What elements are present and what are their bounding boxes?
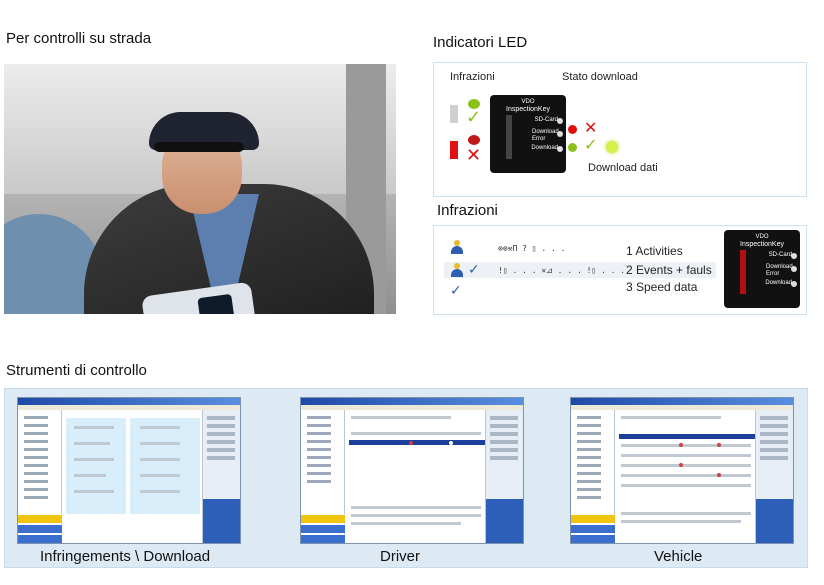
grey-led-bar [450, 105, 458, 123]
led-indicators-panel: Infrazioni Stato download ✓ ✕ VDO Inspec… [433, 62, 807, 197]
red-search-key-icon [468, 135, 480, 145]
control-tools-heading: Strumenti di controllo [6, 362, 147, 379]
red-led-icon [568, 125, 577, 134]
activity-symbols: ⊗⊗⚒Π ? ▯ . . . [498, 244, 566, 253]
person-icon [450, 263, 464, 277]
infractions-panel: ⊗⊗⚒Π ? ▯ . . . 1 Activities ✓ !▯ . . . ✕… [433, 225, 807, 315]
roadside-heading: Per controlli su strada [6, 30, 152, 47]
check-icon: ✓ [468, 262, 480, 278]
device-brand: VDO [755, 234, 769, 240]
device-row-sd-card: SD-Card [534, 117, 558, 123]
event-symbols: !▯ . . . ✕⊿ . . . !▯ . . . [498, 266, 626, 275]
device-led-column [506, 115, 512, 159]
check-icon: ✓ [450, 283, 462, 299]
infractions-heading: Infrazioni [437, 202, 498, 219]
check-icon: ✓ [466, 107, 482, 128]
device-row-download-error: Download Error [766, 264, 793, 277]
data-download-label: Download dati [588, 162, 658, 174]
check-icon: ✓ [584, 135, 598, 154]
events-line: 2 Events + fauls [626, 263, 712, 277]
inspection-device-screen [197, 293, 235, 314]
infringements-download-caption: Infringements \ Download [40, 548, 211, 565]
driver-screenshot[interactable] [300, 397, 524, 544]
device-error-led [791, 266, 797, 272]
device-download-led [791, 281, 797, 287]
activities-line: 1 Activities [626, 244, 683, 258]
device-led-column [740, 250, 746, 294]
officer-cap-peak [154, 142, 244, 152]
red-led-bar [450, 141, 458, 159]
infringements-download-screenshot[interactable] [17, 397, 241, 544]
green-sun-led-icon [606, 141, 618, 153]
person-icon [450, 240, 464, 254]
green-search-key-icon [468, 99, 480, 109]
officer-photo [4, 64, 396, 314]
device-row-sd-card: SD-Card [768, 252, 792, 258]
device-sd-led [791, 253, 797, 259]
device-row-download: Download [531, 145, 558, 151]
inspection-key-device: VDO InspectionKey SD-Card Download Error… [724, 230, 800, 308]
cross-icon: ✕ [584, 118, 598, 137]
device-sd-led [557, 118, 563, 124]
events-row-highlight [444, 262, 716, 278]
control-tools-strip [4, 388, 808, 568]
vehicle-screenshot[interactable] [570, 397, 794, 544]
device-row-download-error: Download Error [532, 129, 559, 142]
green-led-icon [568, 143, 577, 152]
vehicle-caption: Vehicle [654, 548, 703, 565]
inspection-key-device: VDO InspectionKey SD-Card Download Error… [490, 95, 566, 173]
download-status-label: Stato download [562, 71, 638, 83]
device-row-download: Download [765, 280, 792, 286]
driver-caption: Driver [380, 548, 420, 565]
cross-icon: ✕ [466, 145, 482, 166]
speed-data-line: 3 Speed data [626, 280, 698, 294]
device-error-led [557, 131, 563, 137]
device-brand: VDO [521, 99, 535, 105]
led-indicators-heading: Indicatori LED [433, 34, 528, 51]
device-download-led [557, 146, 563, 152]
device-model: InspectionKey [740, 241, 784, 248]
infractions-label: Infrazioni [450, 71, 495, 83]
device-model: InspectionKey [506, 106, 550, 113]
